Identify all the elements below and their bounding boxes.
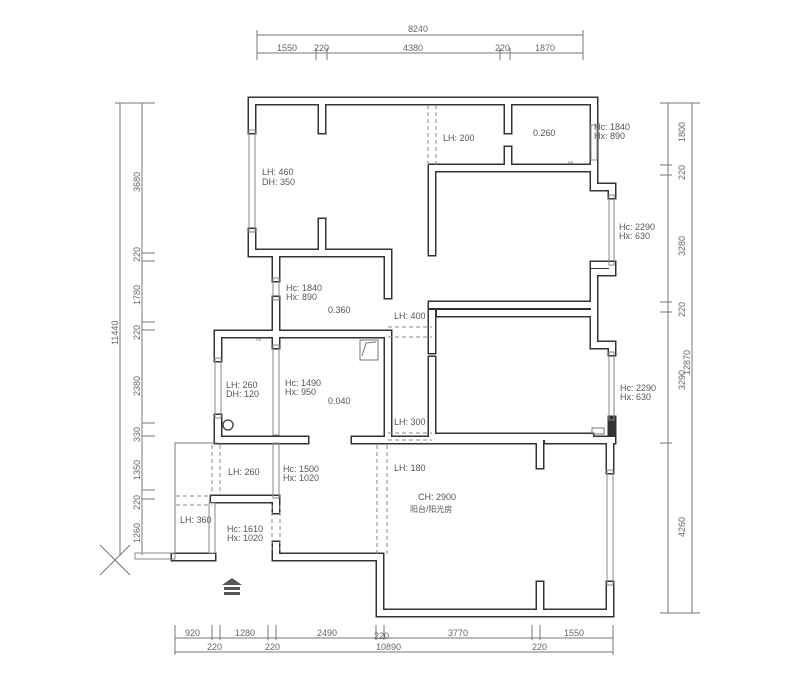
label: CH: 2900 bbox=[418, 492, 456, 502]
dim-right-total: 12870 bbox=[682, 350, 692, 375]
fixture-icon: ᵒᵒ bbox=[256, 337, 262, 344]
dim-left: 220 bbox=[132, 247, 142, 262]
dim-left: 1350 bbox=[132, 460, 142, 480]
label: 0.360 bbox=[328, 305, 351, 315]
dim-bottom: 220 bbox=[374, 631, 389, 641]
label: Hc: 1840 bbox=[286, 283, 322, 293]
dim-bottom: 220 bbox=[532, 642, 547, 652]
dim-bottom: 1280 bbox=[235, 628, 255, 638]
dim-left-total: 11440 bbox=[110, 321, 120, 345]
label: Hx: 1020 bbox=[227, 533, 263, 543]
dim-top: 220 bbox=[495, 43, 510, 53]
dim-bottom: 220 bbox=[207, 642, 222, 652]
label: Hc: 1500 bbox=[283, 464, 319, 474]
openings bbox=[174, 105, 605, 555]
label: LH: 400 bbox=[394, 311, 426, 321]
floor-drain-icon bbox=[222, 419, 234, 431]
dim-left: 3680 bbox=[132, 172, 142, 192]
label: Hc: 1840 bbox=[594, 122, 630, 132]
dim-bottom: 2490 bbox=[317, 628, 337, 638]
label: 阳台/阳光房 bbox=[410, 504, 452, 514]
dim-right: 1800 bbox=[677, 122, 687, 142]
dim-right: 220 bbox=[677, 165, 687, 180]
windows bbox=[134, 124, 615, 586]
label: Hx: 890 bbox=[594, 131, 625, 141]
label: DH: 120 bbox=[226, 389, 259, 399]
dim-top: 4380 bbox=[403, 43, 423, 53]
label: Hc: 1610 bbox=[227, 524, 263, 534]
dimension-lines bbox=[99, 30, 700, 655]
dim-top: 220 bbox=[314, 43, 329, 53]
label: Hx: 950 bbox=[285, 387, 316, 397]
dim-bottom: 920 bbox=[185, 628, 200, 638]
label: Hx: 1020 bbox=[283, 473, 319, 483]
label: 0.260 bbox=[533, 128, 556, 138]
dim-left: 330 bbox=[132, 427, 142, 442]
label: LH: 200 bbox=[443, 133, 475, 143]
label: Hc: 1490 bbox=[285, 378, 321, 388]
label: Hx: 630 bbox=[620, 392, 651, 402]
dim-bottom: 3770 bbox=[448, 628, 468, 638]
dim-left: 1260 bbox=[132, 523, 142, 543]
label: Hx: 630 bbox=[619, 231, 650, 241]
dim-bottom: 220 bbox=[265, 642, 280, 652]
dim-bottom: 1550 bbox=[564, 628, 584, 638]
walls bbox=[170, 96, 617, 618]
dim-bottom-total: 10890 bbox=[376, 642, 401, 652]
dim-left: 220 bbox=[132, 495, 142, 510]
dim-top: 1550 bbox=[277, 43, 297, 53]
dim-right: 220 bbox=[677, 302, 687, 317]
label: Hc: 2290 bbox=[620, 383, 656, 393]
label: LH: 460 bbox=[262, 167, 294, 177]
label: Hc: 2290 bbox=[619, 222, 655, 232]
entrance-arrow-icon bbox=[222, 578, 242, 595]
dim-left: 1780 bbox=[132, 285, 142, 305]
dim-top-total: 8240 bbox=[408, 24, 428, 34]
label: 0.040 bbox=[328, 396, 351, 406]
fixture-icon: ᵒᵒ bbox=[568, 161, 574, 168]
dim-right: 3280 bbox=[677, 236, 687, 256]
dim-right: 4260 bbox=[677, 517, 687, 537]
label: LH: 360 bbox=[180, 515, 212, 525]
label: LH: 180 bbox=[394, 463, 426, 473]
label: Hx: 890 bbox=[286, 292, 317, 302]
label: DH: 350 bbox=[262, 177, 295, 187]
annotations: LH: 460 DH: 350 LH: 200 0.260 Hc: 1840 H… bbox=[180, 122, 656, 543]
label: LH: 260 bbox=[228, 467, 260, 477]
label: LH: 260 bbox=[226, 380, 258, 390]
label: LH: 300 bbox=[394, 417, 426, 427]
dim-right: 3290 bbox=[677, 370, 687, 390]
dim-left: 220 bbox=[132, 325, 142, 340]
dim-top: 1870 bbox=[535, 43, 555, 53]
dim-left: 2380 bbox=[132, 376, 142, 396]
